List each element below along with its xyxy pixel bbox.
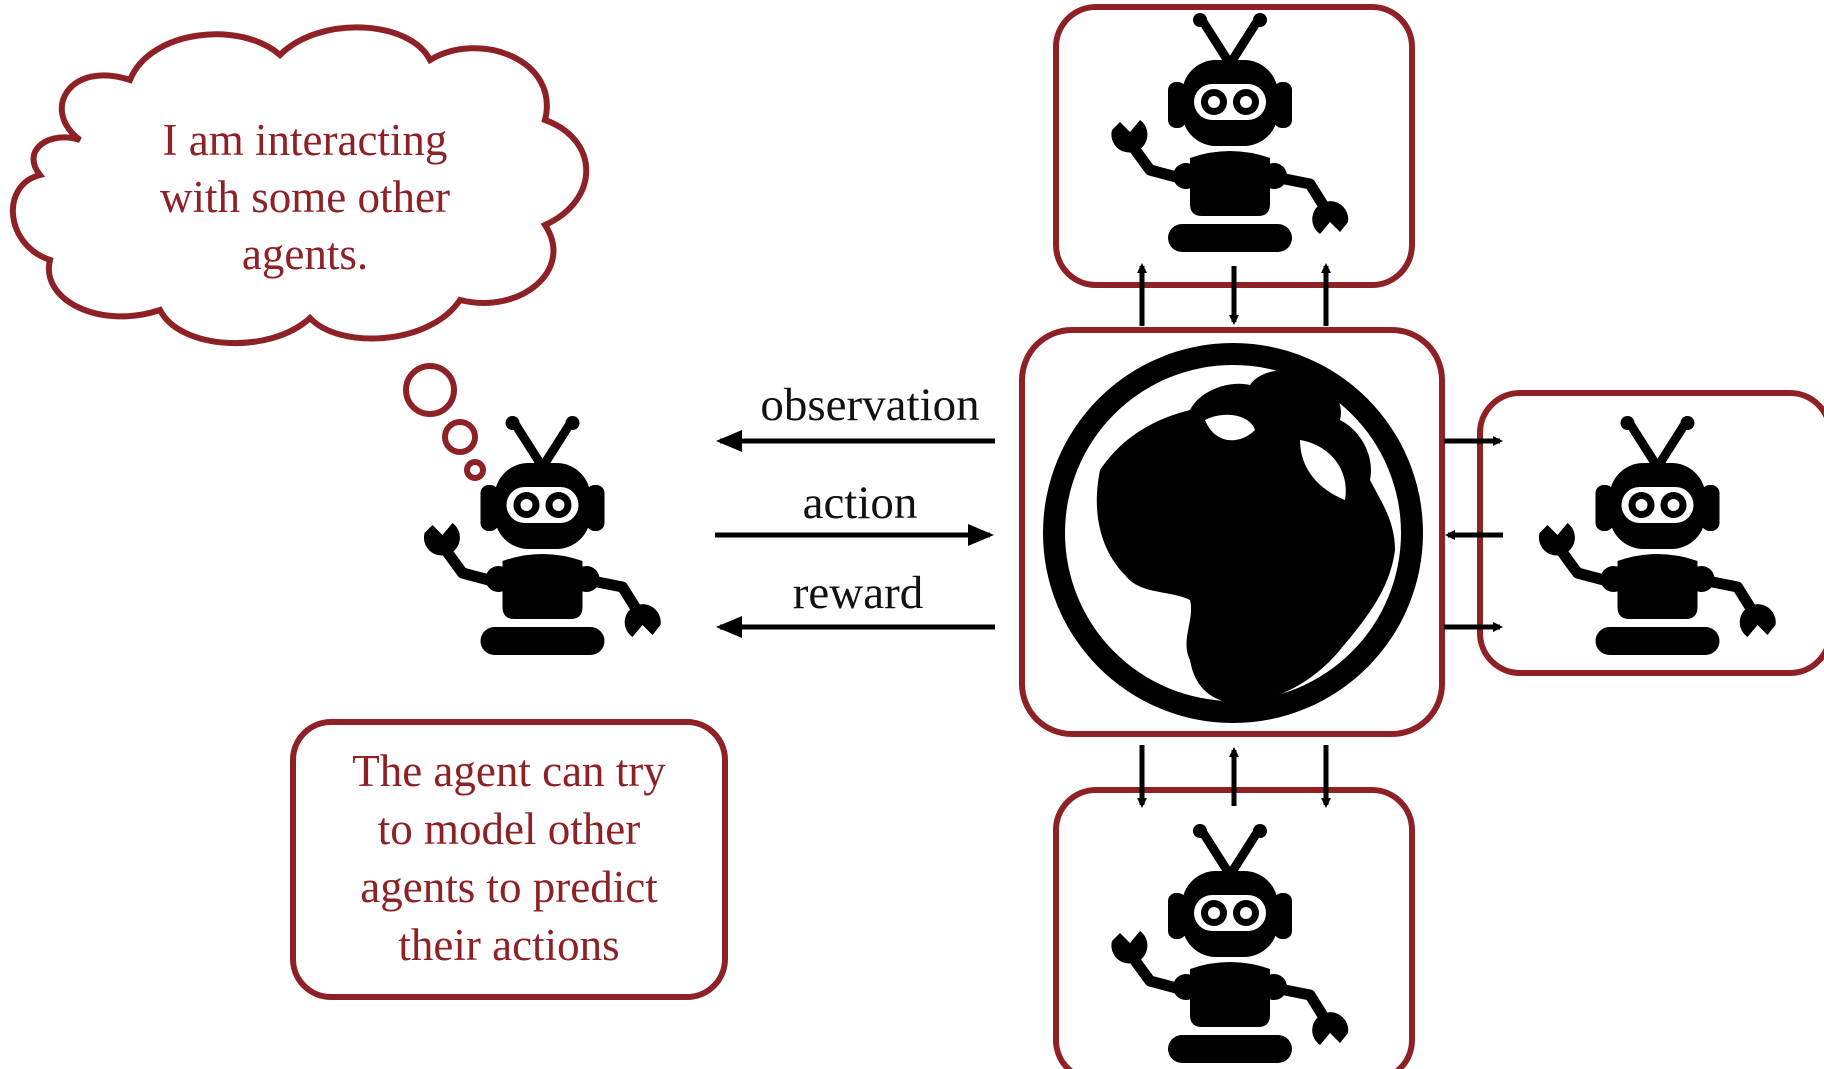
environment-box: [1019, 327, 1445, 737]
action-arrow: action: [715, 477, 994, 546]
note-box-frame: [290, 719, 728, 1000]
right-agent-box: [1477, 390, 1824, 676]
note-line-2: to model other: [378, 804, 640, 854]
thought-line-1: I am interacting: [163, 115, 448, 165]
right-link-arrows: [1444, 436, 1503, 632]
top-link-arrows: [1137, 263, 1331, 326]
reward-label: reward: [793, 567, 923, 619]
thought-line-3: agents.: [242, 229, 368, 279]
top-agent-box: [1053, 4, 1415, 288]
globe-icon: [1043, 343, 1423, 723]
thought-line-2: with some other: [160, 172, 450, 222]
thought-bubble: I am interacting with some other agents.: [9, 24, 590, 481]
bottom-agent-box: [1053, 787, 1415, 1069]
note-line-3: agents to predict: [360, 862, 658, 912]
action-label: action: [803, 477, 918, 529]
observation-arrow: observation: [716, 379, 995, 452]
bottom-link-arrows: [1137, 745, 1331, 808]
note-box: The agent can try to model other agents …: [290, 719, 728, 1000]
reward-arrow: reward: [716, 567, 995, 638]
note-line-1: The agent can try: [352, 746, 666, 796]
observation-label: observation: [760, 379, 979, 431]
thought-dot-small: [464, 459, 486, 481]
thought-cloud-shape: [9, 24, 590, 346]
thought-dot-large: [403, 363, 457, 417]
note-line-4: their actions: [398, 920, 619, 970]
thought-dot-medium: [442, 419, 478, 455]
